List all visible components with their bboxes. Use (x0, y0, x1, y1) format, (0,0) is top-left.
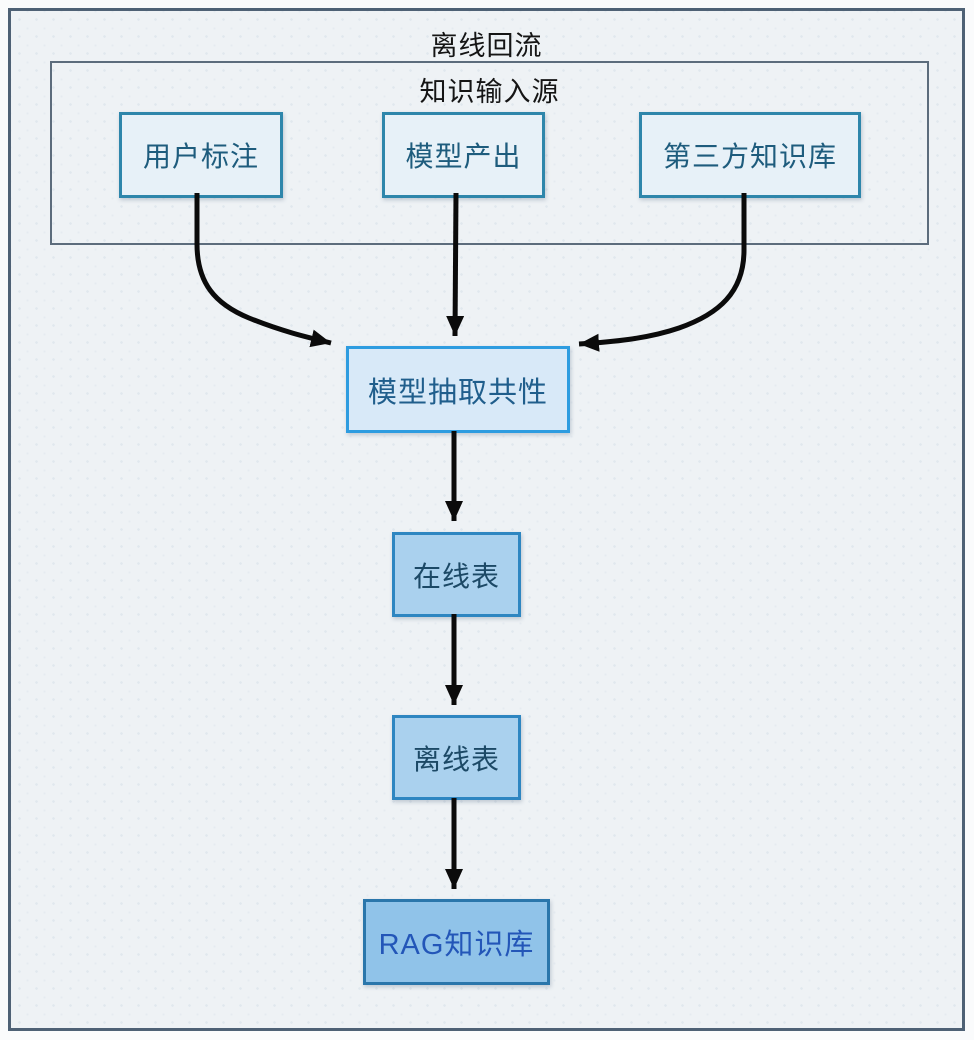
node-offline-table: 离线表 (392, 715, 521, 800)
offline-backflow-frame: 离线回流 知识输入源 用户标注 模型产出 第三方知识库 模型抽取共性 在线表 离… (8, 8, 965, 1031)
node-online-table: 在线表 (392, 532, 521, 617)
knowledge-input-group: 知识输入源 用户标注 模型产出 第三方知识库 (50, 61, 929, 245)
node-model-output: 模型产出 (382, 112, 545, 198)
node-model-extract-commonality: 模型抽取共性 (346, 346, 570, 433)
diagram-title: 离线回流 (430, 31, 543, 61)
node-third-party-kb: 第三方知识库 (639, 112, 861, 198)
node-user-annotation: 用户标注 (119, 112, 283, 198)
node-rag-knowledge-base: RAG知识库 (363, 899, 550, 985)
knowledge-input-group-title: 知识输入源 (419, 77, 560, 107)
